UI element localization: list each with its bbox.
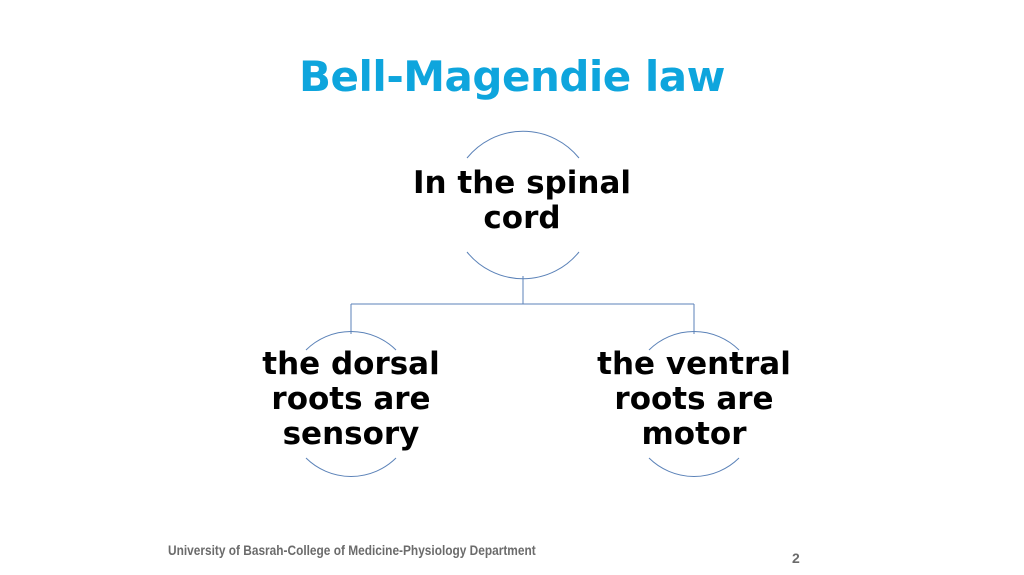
root-node-top-arc [466,130,580,159]
root-node-label: In the spinal cord [413,165,631,237]
right-node-top-arc [648,331,740,351]
root-node-bottom-arc [466,251,580,280]
right-node-bottom-arc [648,457,740,477]
footer-department: University of Basrah-College of Medicine… [168,543,536,558]
dorsal-roots-node-label: the dorsal roots are sensory [262,346,440,453]
page-number: 2 [792,550,800,566]
ventral-roots-node-label: the ventral roots are motor [597,346,791,453]
left-node-bottom-arc [305,457,397,477]
left-node-top-arc [305,331,397,351]
slide-title: Bell-Magendie law [299,52,725,101]
